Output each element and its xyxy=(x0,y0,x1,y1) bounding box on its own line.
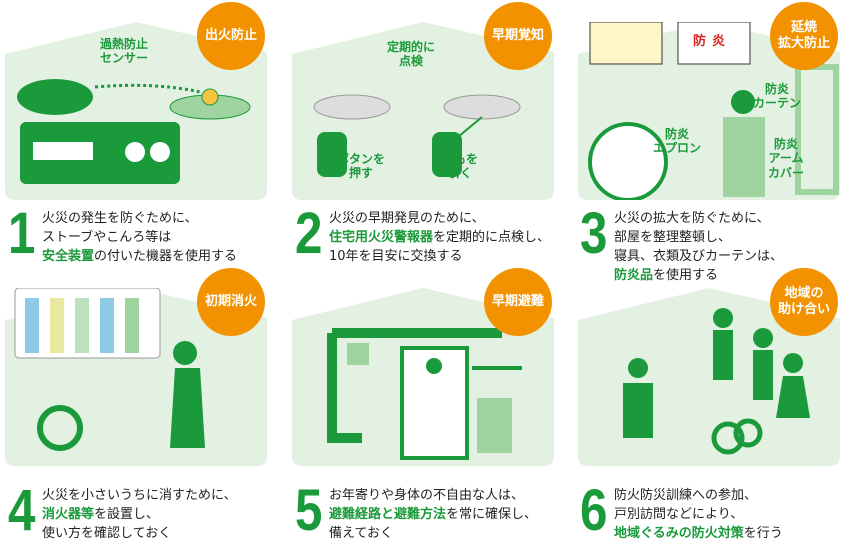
line-text: 防火防災訓練への参加、 xyxy=(614,488,758,503)
panel-community-cooperation: 地域の 助け合い xyxy=(578,268,840,466)
caption-line: 備えておく xyxy=(329,524,537,543)
line-text: を定期的に点検し、 xyxy=(433,230,551,245)
line-text: 10年を目安に交換する xyxy=(329,249,463,264)
illustration-label: 防炎 アーム カバー xyxy=(768,137,805,180)
illustration xyxy=(578,22,840,200)
caption-line: 防炎品を使用する xyxy=(614,266,783,285)
badge-fire-origin-prevention: 出火防止 xyxy=(197,2,265,70)
step-number: 5 xyxy=(295,478,323,543)
caption-text: 火災の拡大を防ぐために、部屋を整理整頓し、寝具、衣類及びカーテンは、防炎品を使用… xyxy=(614,209,783,285)
badge-initial-extinguishing: 初期消火 xyxy=(197,268,265,336)
caption-line: 住宅用火災警報器を定期的に点検し、 xyxy=(329,228,550,247)
line-text: 寝具、衣類及びカーテンは、 xyxy=(614,249,784,264)
line-text: 火災の早期発見のために、 xyxy=(329,211,485,226)
badge-early-evacuation: 早期避難 xyxy=(484,268,552,336)
step-number: 2 xyxy=(295,201,323,266)
caption-line: 防火防災訓練への参加、 xyxy=(614,486,783,505)
panel-early-detection: 早期覚知定期的に 点検ボタンを 押す ひもを 引く xyxy=(292,2,554,200)
step-number: 4 xyxy=(8,478,36,543)
line-text: 戸別訪問などにより、 xyxy=(614,507,744,522)
caption-line: 火災の発生を防ぐために、 xyxy=(42,209,237,228)
caption-line: ストーブやこんろ等は xyxy=(42,228,237,247)
caption-text: 防火防災訓練への参加、戸別訪問などにより、地域ぐるみの防火対策を行う xyxy=(614,486,783,543)
illustration-label: ひもを 引く xyxy=(442,152,479,181)
illustration xyxy=(292,22,554,200)
highlight: 住宅用火災警報器 xyxy=(329,230,434,245)
caption-line: 火災の拡大を防ぐために、 xyxy=(614,209,783,228)
illustration xyxy=(578,288,840,466)
illustration-label: 過熱防止 センサー xyxy=(100,37,149,66)
caption-text: 火災の発生を防ぐために、ストーブやこんろ等は安全装置の付いた機器を使用する xyxy=(42,209,237,266)
line-text: を常に確保し、 xyxy=(446,507,538,522)
badge-community-cooperation: 地域の 助け合い xyxy=(770,268,838,336)
caption-line: 使い方を確認しておく xyxy=(42,524,237,543)
line-text: の付いた機器を使用する xyxy=(94,249,238,264)
caption-text: お年寄りや身体の不自由な人は、避難経路と避難方法を常に確保し、備えておく xyxy=(329,486,537,543)
highlight: 地域ぐるみの防火対策 xyxy=(614,526,744,541)
illustration-label: 防炎 xyxy=(693,34,732,49)
line-text: 備えておく xyxy=(329,526,393,541)
caption-line: 避難経路と避難方法を常に確保し、 xyxy=(329,505,537,524)
caption-line: 消火器等を設置し、 xyxy=(42,505,237,524)
line-text: 火災の発生を防ぐために、 xyxy=(42,211,198,226)
line-text: ストーブやこんろ等は xyxy=(42,230,172,245)
step-number: 3 xyxy=(580,201,608,266)
illustration xyxy=(5,288,267,466)
illustration-label: 防炎 カーテン xyxy=(753,82,802,111)
panel-initial-extinguishing: 初期消火 xyxy=(5,268,267,466)
line-text: を使用する xyxy=(653,268,719,283)
caption-text: 火災を小さいうちに消すために、消火器等を設置し、使い方を確認しておく xyxy=(42,486,237,543)
highlight: 安全装置 xyxy=(42,249,95,264)
caption-line: 戸別訪問などにより、 xyxy=(614,505,783,524)
caption-line: 地域ぐるみの防火対策を行う xyxy=(614,524,783,543)
panel-fire-origin-prevention: 出火防止過熱防止 センサー xyxy=(5,2,267,200)
caption-line: 火災を小さいうちに消すために、 xyxy=(42,486,237,505)
highlight: 消火器等 xyxy=(42,507,95,522)
line-text: を設置し、 xyxy=(94,507,160,522)
highlight: 防炎品 xyxy=(614,268,654,283)
illustration xyxy=(5,22,267,200)
caption-line: 10年を目安に交換する xyxy=(329,247,550,266)
caption-line: 部屋を整理整頓し、 xyxy=(614,228,783,247)
caption-line: 火災の早期発見のために、 xyxy=(329,209,550,228)
line-text: 部屋を整理整頓し、 xyxy=(614,230,732,245)
caption-text: 火災の早期発見のために、住宅用火災警報器を定期的に点検し、10年を目安に交換する xyxy=(329,209,550,266)
line-text: 火災の拡大を防ぐために、 xyxy=(614,211,770,226)
badge-early-detection: 早期覚知 xyxy=(484,2,552,70)
caption-line: お年寄りや身体の不自由な人は、 xyxy=(329,486,537,505)
step-number: 6 xyxy=(580,478,608,543)
caption-line: 安全装置の付いた機器を使用する xyxy=(42,247,237,266)
line-text: を行う xyxy=(743,526,783,541)
panel-early-evacuation: 早期避難 xyxy=(292,268,554,466)
panel-spread-prevention: 延焼 拡大防止防炎 カーテン防炎 エプロン 防炎 アーム カバー 防炎 xyxy=(578,2,840,200)
illustration-label: ボタンを 押す xyxy=(337,152,386,181)
illustration-label: 定期的に 点検 xyxy=(387,40,436,69)
illustration-label: 防炎 エプロン xyxy=(653,127,702,156)
highlight: 避難経路と避難方法 xyxy=(329,507,447,522)
line-text: 火災を小さいうちに消すために、 xyxy=(42,488,237,503)
caption-line: 寝具、衣類及びカーテンは、 xyxy=(614,247,783,266)
line-text: お年寄りや身体の不自由な人は、 xyxy=(329,488,525,503)
illustration xyxy=(292,288,554,466)
line-text: 使い方を確認しておく xyxy=(42,526,172,541)
step-number: 1 xyxy=(8,201,36,266)
badge-spread-prevention: 延焼 拡大防止 xyxy=(770,2,838,70)
